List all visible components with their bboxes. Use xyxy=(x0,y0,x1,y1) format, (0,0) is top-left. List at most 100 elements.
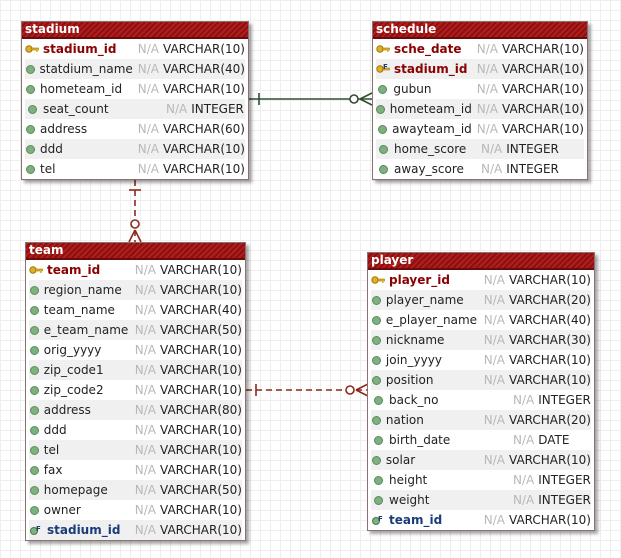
column-type: VARCHAR(10) xyxy=(160,283,242,297)
column-dot-icon xyxy=(29,283,40,297)
column-dot-icon xyxy=(376,142,390,156)
column-dot-icon xyxy=(371,473,385,487)
foreign-key-icon: F xyxy=(371,513,385,527)
column-nullability: N/A xyxy=(134,363,157,377)
column-nullability: N/A xyxy=(166,102,188,116)
column-dot-icon xyxy=(371,433,385,447)
column-name: nation xyxy=(385,413,424,427)
column-type: VARCHAR(10) xyxy=(502,122,584,136)
column-type: VARCHAR(10) xyxy=(163,82,245,96)
column-dot-icon xyxy=(376,162,390,176)
column-name: tel xyxy=(40,162,56,176)
column-name: gubun xyxy=(393,82,432,96)
relationship-team-player[interactable] xyxy=(246,383,369,397)
relationship-stadium-team[interactable] xyxy=(128,180,142,243)
svg-text:F: F xyxy=(378,515,383,523)
column-type: VARCHAR(50) xyxy=(160,483,242,497)
column-name: e_player_name xyxy=(385,313,478,327)
column-nullability: N/A xyxy=(134,343,157,357)
column-nullability: N/A xyxy=(134,523,157,537)
column-type: VARCHAR(10) xyxy=(502,82,584,96)
column-name: stadium_id xyxy=(43,42,117,56)
column-dot-icon xyxy=(371,393,385,407)
column-type: INTEGER xyxy=(538,493,591,507)
column-type: VARCHAR(20) xyxy=(509,293,591,307)
column-name: nickname xyxy=(385,333,445,347)
key-icon xyxy=(371,273,385,287)
relationship-stadium-schedule[interactable] xyxy=(249,92,373,106)
column-name: birth_date xyxy=(389,433,451,447)
column-name: sche_date xyxy=(394,42,462,56)
column-type: VARCHAR(40) xyxy=(163,62,245,76)
key-icon xyxy=(25,42,39,56)
column-dot-icon xyxy=(371,493,385,507)
column-dot-icon xyxy=(29,423,40,437)
column-nullability: N/A xyxy=(483,513,506,527)
column-type: VARCHAR(10) xyxy=(163,42,245,56)
column-dot-icon xyxy=(29,483,40,497)
foreign-key-icon: F xyxy=(29,523,43,537)
column-nullability: N/A xyxy=(483,273,506,287)
column-name: zip_code2 xyxy=(43,383,104,397)
column-dot-icon xyxy=(29,363,40,377)
column-name: height xyxy=(389,473,428,487)
column-nullability: N/A xyxy=(137,62,160,76)
column-type: VARCHAR(10) xyxy=(509,353,591,367)
column-nullability: N/A xyxy=(483,293,506,307)
column-type: VARCHAR(10) xyxy=(163,162,245,176)
column-nullability: N/A xyxy=(483,453,506,467)
column-type: VARCHAR(40) xyxy=(160,303,242,317)
column-nullability: N/A xyxy=(483,373,506,387)
column-dot-icon xyxy=(371,453,382,467)
key-icon xyxy=(29,263,43,277)
column-type: VARCHAR(10) xyxy=(160,443,242,457)
column-type: VARCHAR(50) xyxy=(160,323,242,337)
column-type: INTEGER xyxy=(538,473,591,487)
